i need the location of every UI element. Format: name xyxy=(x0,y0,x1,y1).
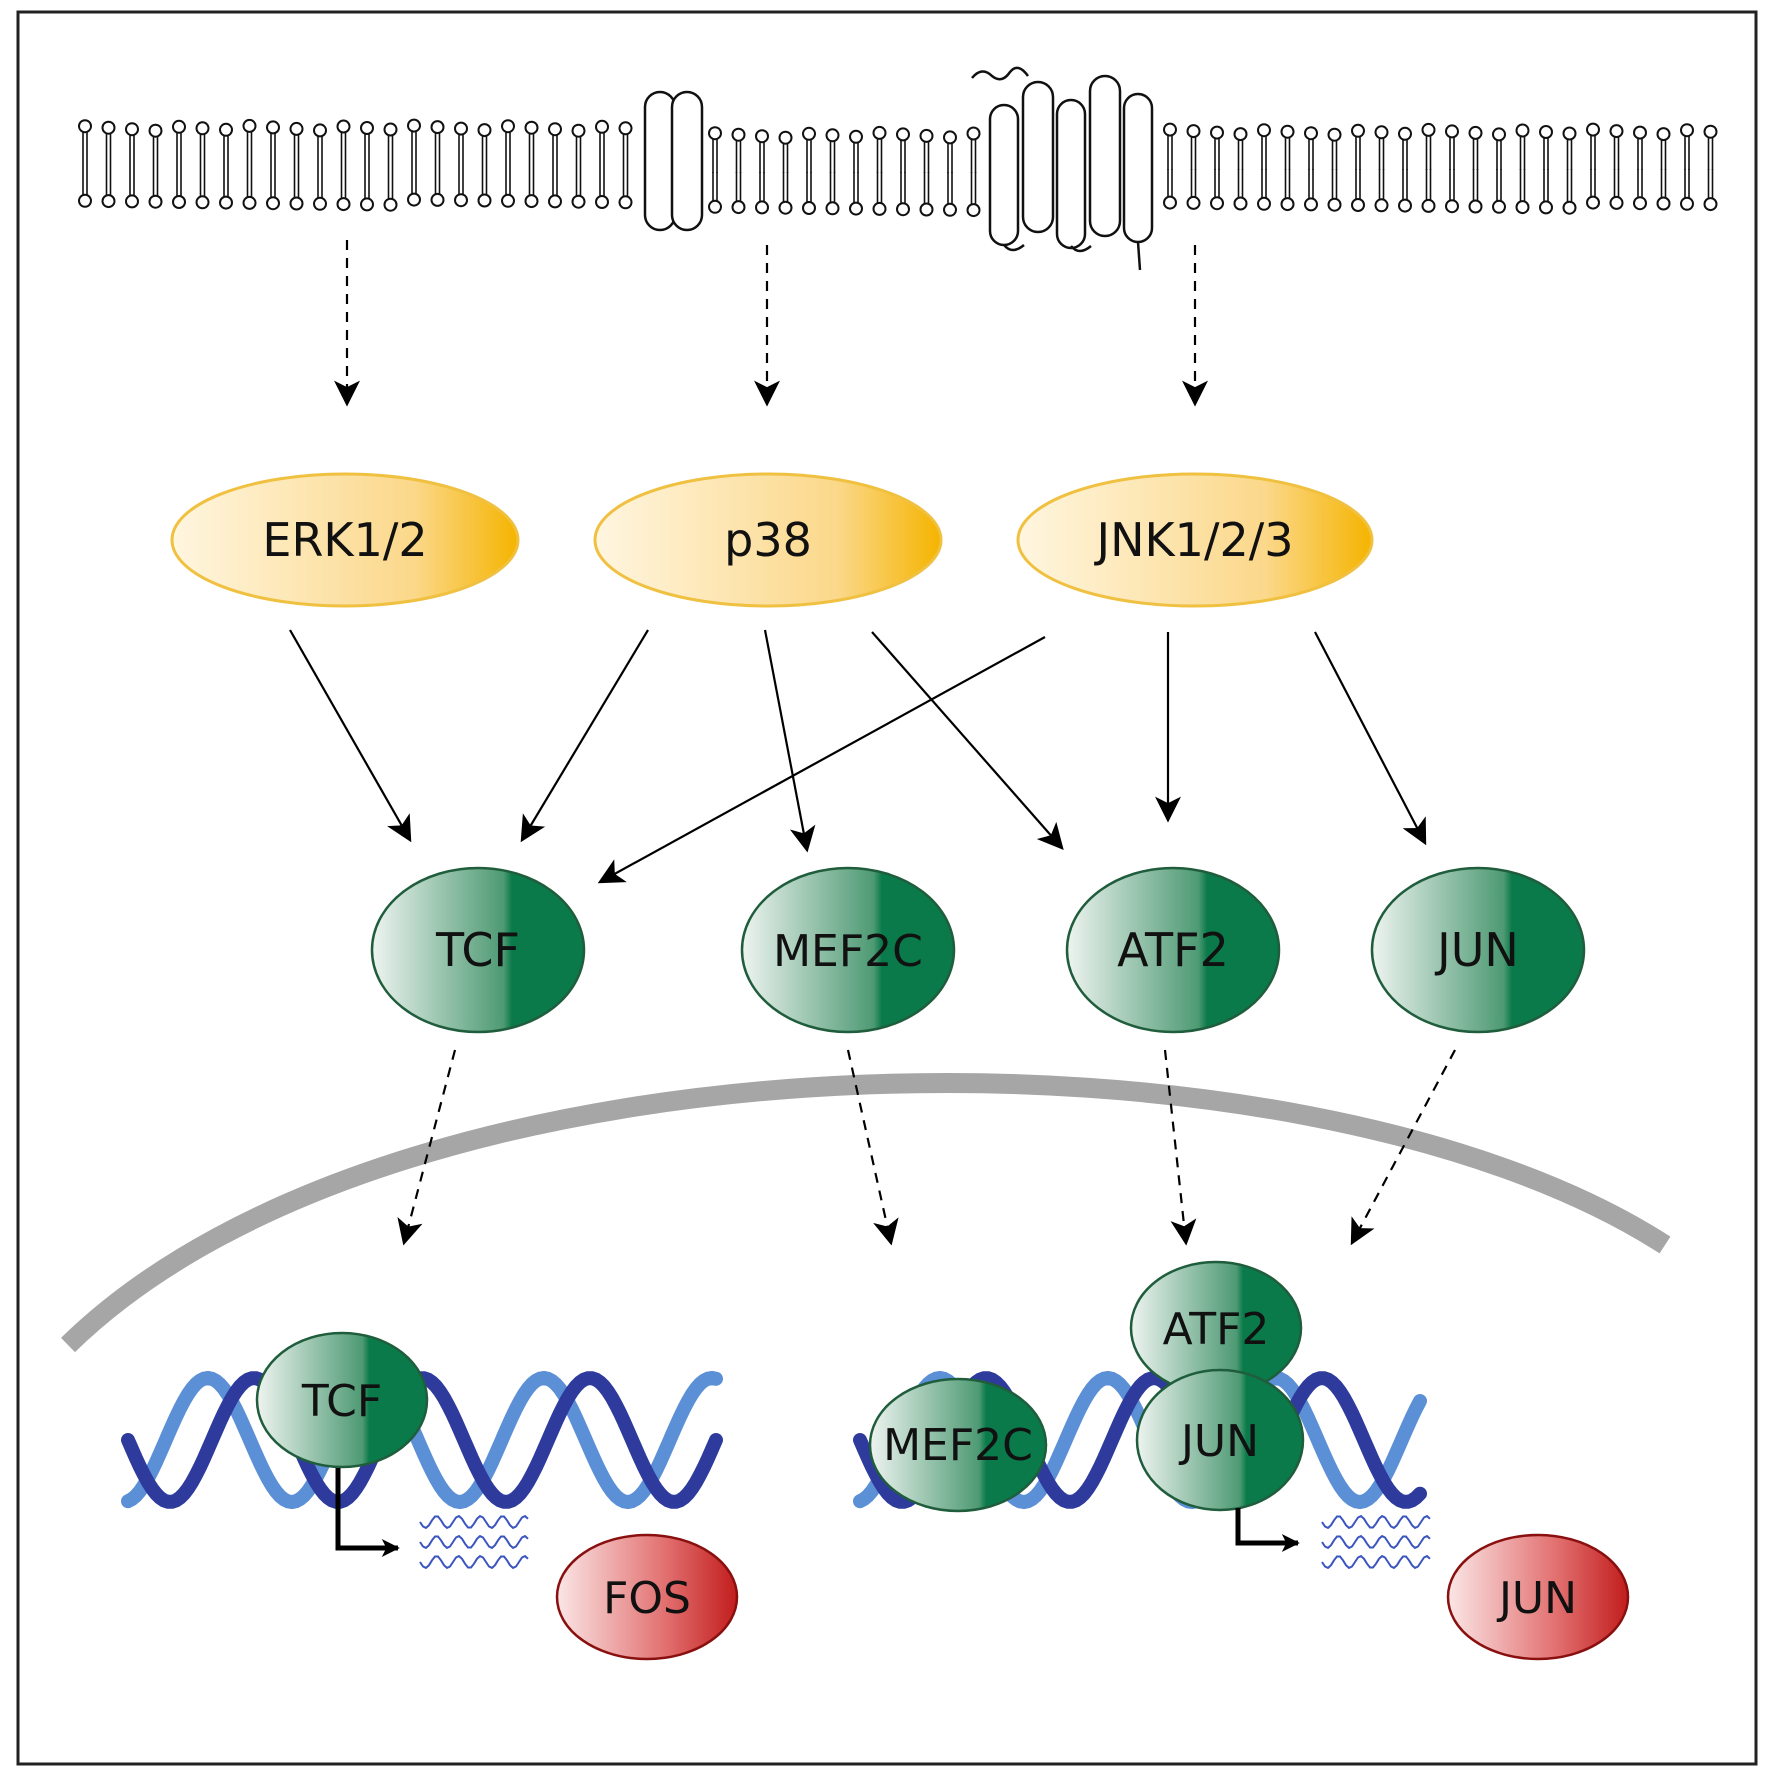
tf-mef2c: MEF2C xyxy=(740,866,956,1034)
product-jun: JUN xyxy=(1446,1533,1630,1661)
arrow-mef2c-nucleus xyxy=(846,1049,899,1246)
arrow-p38-tcf xyxy=(520,629,649,843)
tf-mef2c-label: MEF2C xyxy=(773,926,923,977)
single-pass-receptor xyxy=(643,90,704,232)
gpcr-receptor xyxy=(971,66,1154,271)
transcription-arrow-jun xyxy=(1235,1508,1300,1552)
arrow-p38-atf2 xyxy=(871,631,1064,850)
transcription-arrows xyxy=(335,1468,1300,1557)
tf-tcf: TCF xyxy=(370,866,586,1034)
arrow-tcf-nucleus xyxy=(397,1049,457,1246)
arrow-atf2-nucleus xyxy=(1163,1049,1197,1246)
product-fos-label: FOS xyxy=(603,1573,691,1624)
mrna-jun xyxy=(1321,1514,1431,1570)
transcription-arrow-fos xyxy=(335,1468,400,1557)
bound-mef2c: MEF2C xyxy=(868,1377,1048,1513)
tf-jun-label: JUN xyxy=(1434,923,1519,977)
tf-tcf-label: TCF xyxy=(435,923,520,977)
membrane-signal-arrows xyxy=(334,240,1208,407)
arrow-p38-mef2c xyxy=(763,629,816,853)
kinase-jnk: JNK1/2/3 xyxy=(1016,472,1374,608)
tf-jun: JUN xyxy=(1370,866,1586,1034)
arrow-jun-nucleus xyxy=(1350,1049,1456,1246)
bound-jun: JUN xyxy=(1135,1368,1305,1512)
tf-atf2: ATF2 xyxy=(1065,866,1281,1034)
kinase-p38-label: p38 xyxy=(724,513,812,567)
bound-mef2c-label: MEF2C xyxy=(883,1420,1033,1471)
product-jun-label: JUN xyxy=(1496,1573,1577,1624)
arrow-erk-tcf xyxy=(289,629,412,843)
tf-atf2-label: ATF2 xyxy=(1117,923,1229,977)
arrow-jnk-tcf xyxy=(597,636,1046,884)
kinase-erk: ERK1/2 xyxy=(170,472,520,608)
bound-jun-label: JUN xyxy=(1178,1416,1259,1467)
bound-tcf: TCF xyxy=(255,1331,429,1469)
kinase-erk-label: ERK1/2 xyxy=(262,513,427,567)
bound-atf2-label: ATF2 xyxy=(1163,1304,1270,1355)
plasma-membrane xyxy=(78,118,1718,218)
translocation-arrows xyxy=(397,1049,1456,1246)
kinase-jnk-label: JNK1/2/3 xyxy=(1094,513,1294,567)
bound-atf2: ATF2 xyxy=(1129,1260,1303,1396)
arrow-jnk-jun xyxy=(1314,631,1427,846)
mrna-fos xyxy=(419,1514,529,1570)
activation-arrows xyxy=(289,629,1427,884)
product-fos: FOS xyxy=(555,1533,739,1661)
bound-tcf-label: TCF xyxy=(301,1376,382,1427)
nuclear-membrane xyxy=(61,1073,1671,1353)
kinase-p38: p38 xyxy=(593,472,943,608)
